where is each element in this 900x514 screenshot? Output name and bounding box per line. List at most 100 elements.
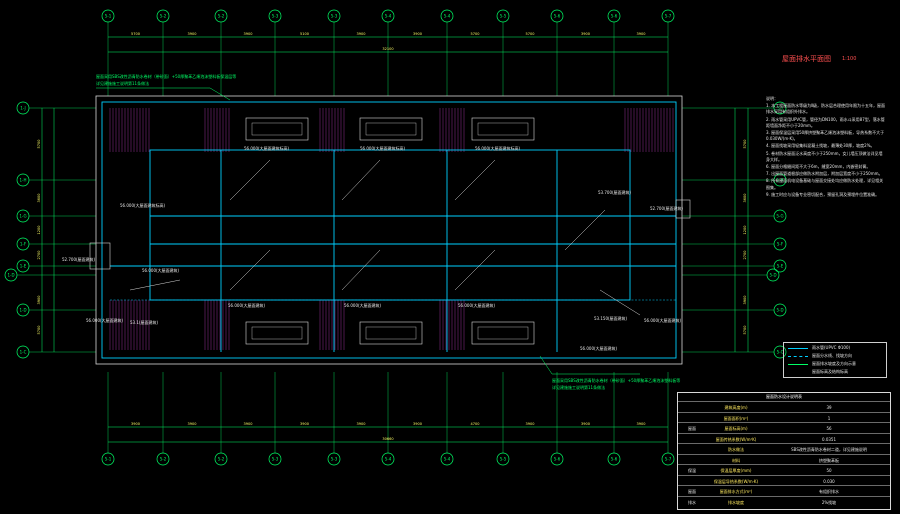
table-cell: SBS改性沥青防水卷材二道，详见建施说明 [791, 447, 867, 452]
level-label: 56.000(大屋面建筑) [142, 268, 180, 273]
table-row: 保温层导热系数(W/m·K)0.030 [678, 474, 890, 487]
slope-arrow [341, 159, 381, 201]
dim-text-left: 3900 [37, 296, 41, 305]
note-line: 5. 卷材防水屋面泛水高度不小于250mm，女儿墙压顶做法详见墙身大样。 [766, 150, 883, 162]
dim-text-top: 3900 [637, 32, 646, 36]
table-cell: 50 [826, 468, 832, 473]
callout-bottom-2: 详见建施施工说明第11条做法 [552, 385, 606, 390]
roof-hatch-b2 [204, 300, 230, 350]
grid-label-bottom: 5-1 [105, 457, 112, 462]
grid-label-right: 5-D [769, 273, 776, 278]
legend-item: 屋面排水坡度及方向示意 [812, 361, 856, 366]
roof-hatch-b3 [319, 300, 345, 350]
slope-arrow [454, 249, 496, 291]
table-cell: 排水 [688, 499, 696, 505]
grid-label-top: 5-6 [611, 14, 618, 19]
legend-box: 雨水管(UPVC Φ100) 屋面分水线、找坡方向 屋面排水坡度及方向示意 屋面… [783, 342, 887, 378]
table-cell: 保温 [688, 468, 696, 473]
skylight-inner [251, 326, 303, 340]
level-label: 53.150(屋面建筑) [594, 316, 628, 321]
roof-hatch-t4 [439, 108, 465, 152]
dim-text-bottom: 3900 [526, 422, 535, 426]
dim-text-top: 3900 [244, 32, 253, 36]
dim-text-top-total: 32100 [382, 47, 393, 51]
table-cell: 1 [827, 415, 831, 421]
grid-label-left: 1-F [20, 242, 27, 247]
callout-top-2: 详见建施施工说明第11条做法 [96, 81, 150, 86]
grid-label-bottom: 5-2 [218, 457, 225, 462]
legend-item: 雨水管(UPVC Φ100) [812, 345, 851, 350]
grid-label-top: 5-6 [554, 14, 561, 19]
table-cell: 有组织排水 [819, 489, 839, 494]
grid-label-right: 5-H [777, 178, 784, 183]
table-cell: 56 [826, 426, 832, 431]
table-cell: 屋面传热系数(W/m²K) [715, 436, 757, 442]
table-cell: 屋面排水方式(m²) [719, 489, 753, 494]
grid-label-top: 5-7 [665, 14, 672, 19]
callout-bottom: 屋面采用SBS改性沥青防水卷材（带砂面）+50厚聚苯乙烯泡沫塑料板等 [552, 378, 681, 383]
level-label: 56.000(大屋面建筑) [228, 303, 266, 308]
level-label: 56.000(大屋面建筑标高) [360, 146, 406, 151]
grid-label-top: 5-5 [500, 14, 507, 19]
table-cell: 材料 [732, 457, 740, 463]
grid-label-left: 1-J [20, 106, 25, 111]
roof-inner-frame [149, 149, 631, 301]
callout-leader-bottom [539, 355, 553, 375]
slope-arrow [229, 249, 271, 291]
stair-right [675, 199, 691, 219]
level-label: 56.000(大屋面建筑标高) [244, 146, 290, 151]
dim-text-top: 5100 [300, 32, 309, 36]
roof-hatch-tl [109, 108, 150, 152]
grid-label-top: 5-3 [272, 14, 279, 19]
level-label: 56.000(大屋面建筑) [644, 318, 682, 323]
dim-text-right: 1200 [743, 226, 747, 235]
skylight-inner [477, 326, 529, 340]
table-cell: 屋面 [688, 489, 696, 494]
skylight [245, 321, 309, 345]
note-line: 3. 屋面保温层采用50厚挤塑聚苯乙烯泡沫塑料板，导热系数不大于0.030W/(… [766, 130, 885, 142]
slope-arrow [564, 209, 606, 251]
note-line: 8. 所有屋面机电设备基础与屋面交接处均应做防水处理，详见相关图集。 [766, 178, 884, 190]
dim-text-left: 5700 [37, 140, 41, 149]
grid-label-top: 5-2 [218, 14, 225, 19]
skylight [359, 321, 423, 345]
level-label: 53.1(屋面建筑) [130, 320, 159, 325]
slope-arrow [129, 279, 181, 291]
table-row: 屋面传热系数(W/m²K)0.0351 [678, 432, 890, 445]
roof-hatch-bl [109, 300, 150, 350]
dim-text-top: 3900 [357, 32, 366, 36]
table-cell: 排水坡度 [728, 499, 744, 505]
table-cell: 2%找坡 [821, 499, 837, 505]
roof-hatch-t2 [204, 108, 230, 152]
note-line: 9. 施工时应与设备专业密切配合，预留孔洞及预埋件位置准确。 [766, 191, 880, 197]
slope-arrow [454, 159, 496, 201]
dim-text-left: 3600 [37, 194, 41, 203]
grid-label-left: 1-D [19, 308, 26, 313]
grid-label-bottom: 5-3 [272, 457, 279, 462]
note-line: 7. 出屋面管道根部应做防水附加层，附加层宽度不小于250mm。 [766, 171, 883, 177]
level-label: 53.700(屋面建筑) [598, 190, 632, 195]
grid-label-right: 5-D [776, 308, 783, 313]
grid-label-bottom: 5-6 [611, 457, 618, 462]
table-row: 屋面面积(m²)1 [678, 411, 890, 424]
drawing-title: 屋面排水平面图 [782, 55, 831, 63]
grid-label-left: 1-G [19, 214, 26, 219]
note-line: 1. 本工程屋面防水等级为Ⅱ级，防水层合理使用年限为十五年，屋面排水采用有组织外… [766, 103, 886, 115]
skylight [471, 321, 535, 345]
dim-text-right: 5700 [743, 140, 747, 149]
grid-label-bottom: 5-7 [665, 457, 672, 462]
dim-text-bottom: 3900 [188, 422, 197, 426]
table-cell: 建筑高度(m) [724, 405, 748, 410]
dim-text-bottom: 3900 [637, 422, 646, 426]
skylight [471, 117, 535, 141]
dim-text-bottom-total: 30660 [382, 437, 393, 441]
callout-top: 屋面采用SBS改性沥青防水卷材（带砂面）+50厚聚苯乙烯泡沫塑料板保温层等 [96, 74, 237, 79]
design-notes: 说明： 1. 本工程屋面防水等级为Ⅱ级，防水层合理使用年限为十五年，屋面排水采用… [766, 96, 886, 199]
drawing-scale: 1:100 [842, 56, 857, 62]
dim-text-top: 5700 [131, 32, 140, 36]
grid-label-right: 5-G [776, 214, 783, 219]
note-line: 6. 屋面分格缝间距不大于6m，缝宽20mm，内嵌密封膏。 [766, 164, 871, 170]
dim-text-right: 2700 [743, 251, 747, 260]
